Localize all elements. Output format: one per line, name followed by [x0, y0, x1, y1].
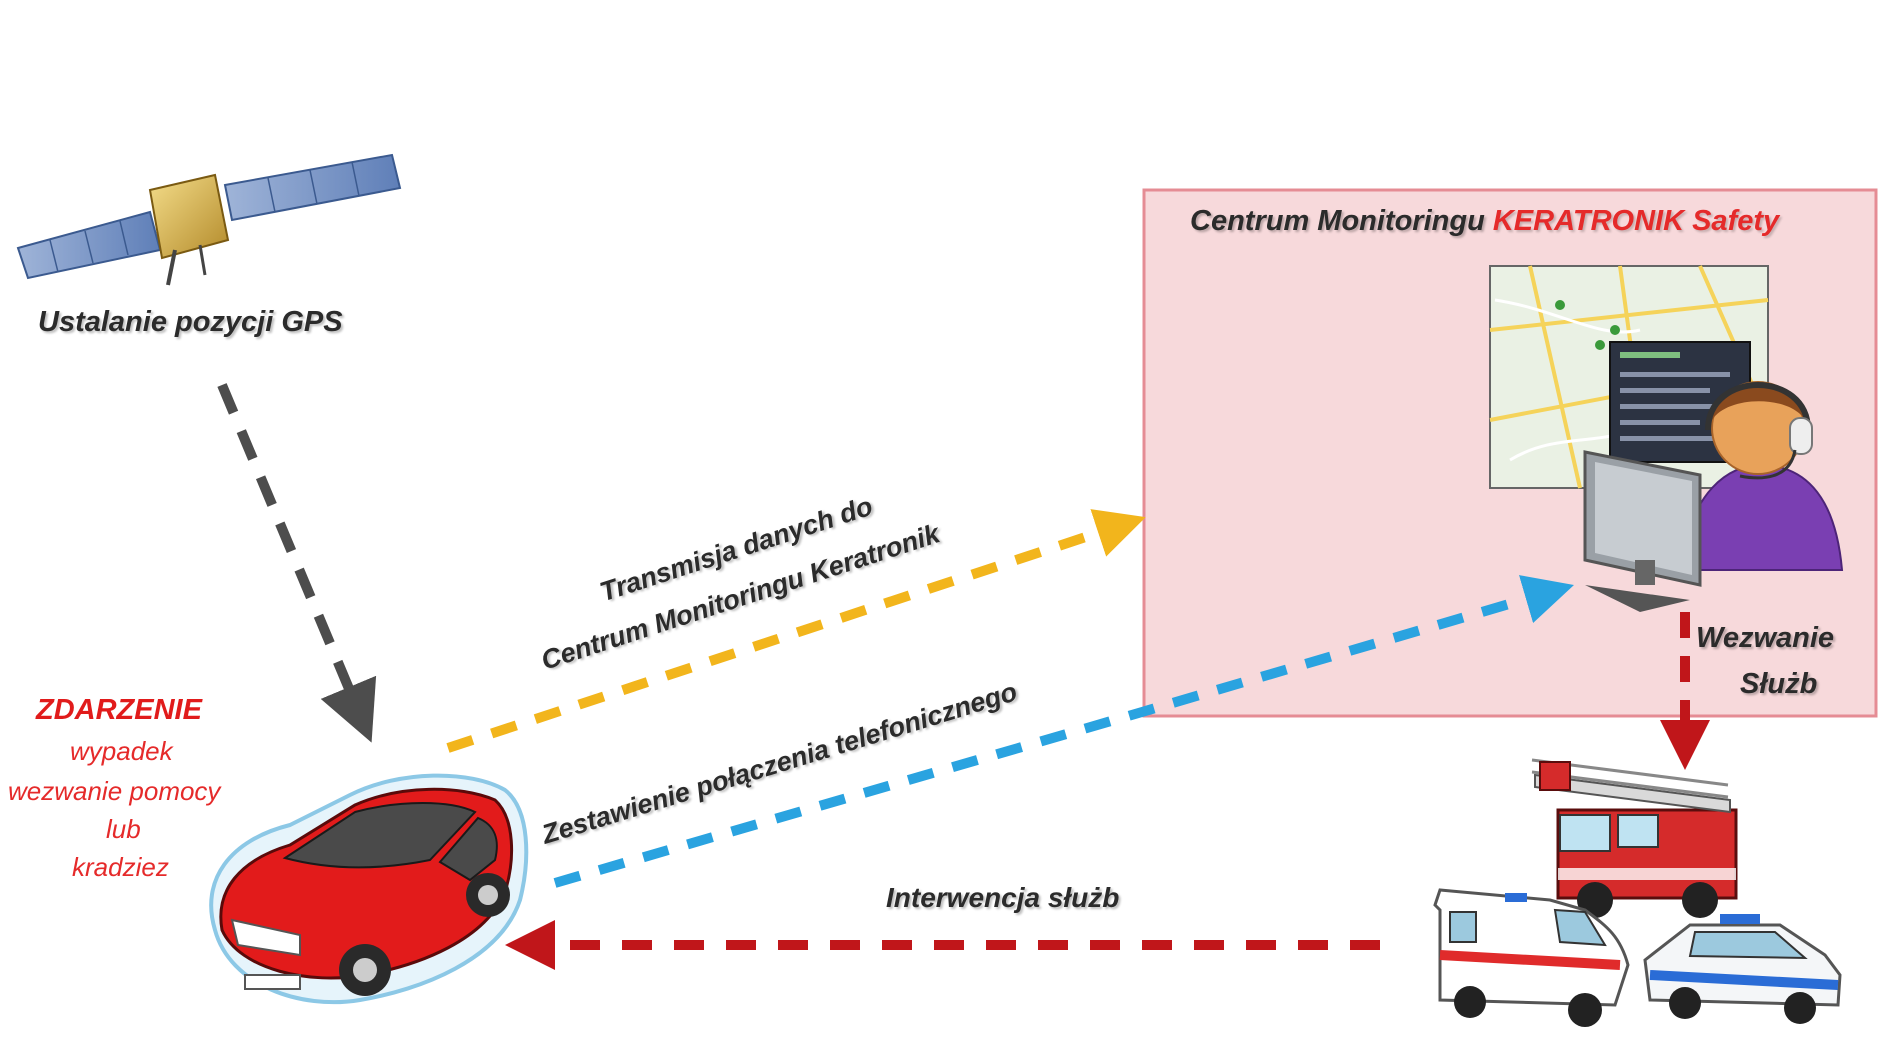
event-line-accident: wypadek — [70, 736, 173, 766]
phone-connection-arrow — [553, 575, 1574, 888]
gps-arrow — [217, 383, 377, 743]
monitoring-center-brand: KERATRONIK Safety — [1492, 205, 1780, 237]
call-services-label-line1: Wezwanie — [1696, 622, 1835, 654]
fire-truck-icon — [1531, 758, 1738, 918]
police-car-icon — [1643, 914, 1842, 1024]
satellite-icon — [16, 153, 402, 286]
car-icon — [209, 773, 529, 1005]
monitoring-center-title: Centrum Monitoringu KERATRONIK Safety — [1190, 205, 1779, 238]
computer-monitor-icon — [1583, 450, 1702, 612]
data-transmission-arrow — [446, 509, 1146, 753]
event-line-theft: kradziez — [72, 852, 169, 882]
event-line-help-call: wezwanie pomocy — [8, 776, 221, 806]
operator-icon — [1678, 381, 1844, 571]
monitoring-center-title-prefix: Centrum Monitoringu — [1190, 205, 1485, 237]
intervention-label: Interwencja służb — [886, 882, 1120, 913]
event-line-or: lub — [106, 814, 141, 844]
call-services-label-line2: Służb — [1740, 668, 1818, 700]
gps-label: Ustalanie pozycji GPS — [38, 306, 343, 338]
event-title: ZDARZENIE — [36, 694, 202, 726]
ambulance-icon — [1433, 888, 1630, 1027]
